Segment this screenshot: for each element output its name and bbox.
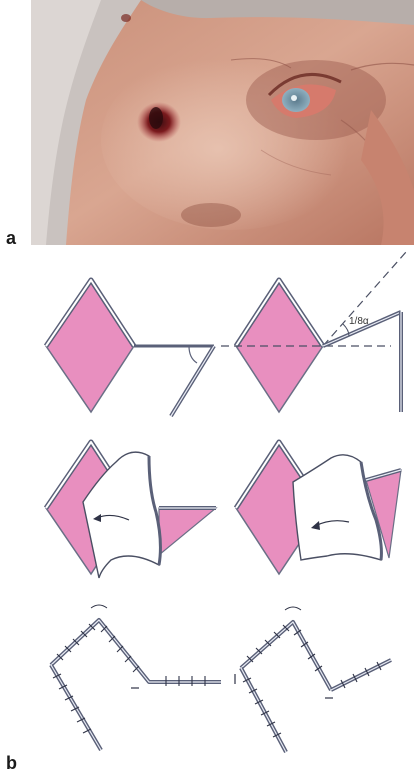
angle-label: 1/8α [349, 316, 369, 327]
panel-label-a: a [6, 229, 16, 247]
step-5-sutured [51, 605, 221, 750]
panel-label-b: b [6, 754, 17, 771]
sutures [243, 625, 381, 737]
step-1-rhombus [46, 280, 214, 416]
skin-flap [293, 455, 381, 560]
step-2-rhombus: 1/8α [221, 252, 406, 412]
step-3-transposition [46, 442, 216, 578]
step-6-sutured [235, 607, 391, 752]
dashed-diagonal [323, 252, 406, 346]
step-4-transposition [236, 442, 401, 574]
clinical-photo [31, 0, 414, 245]
flap-diagram: 1/8α [31, 250, 414, 771]
angle-arc [189, 346, 197, 363]
